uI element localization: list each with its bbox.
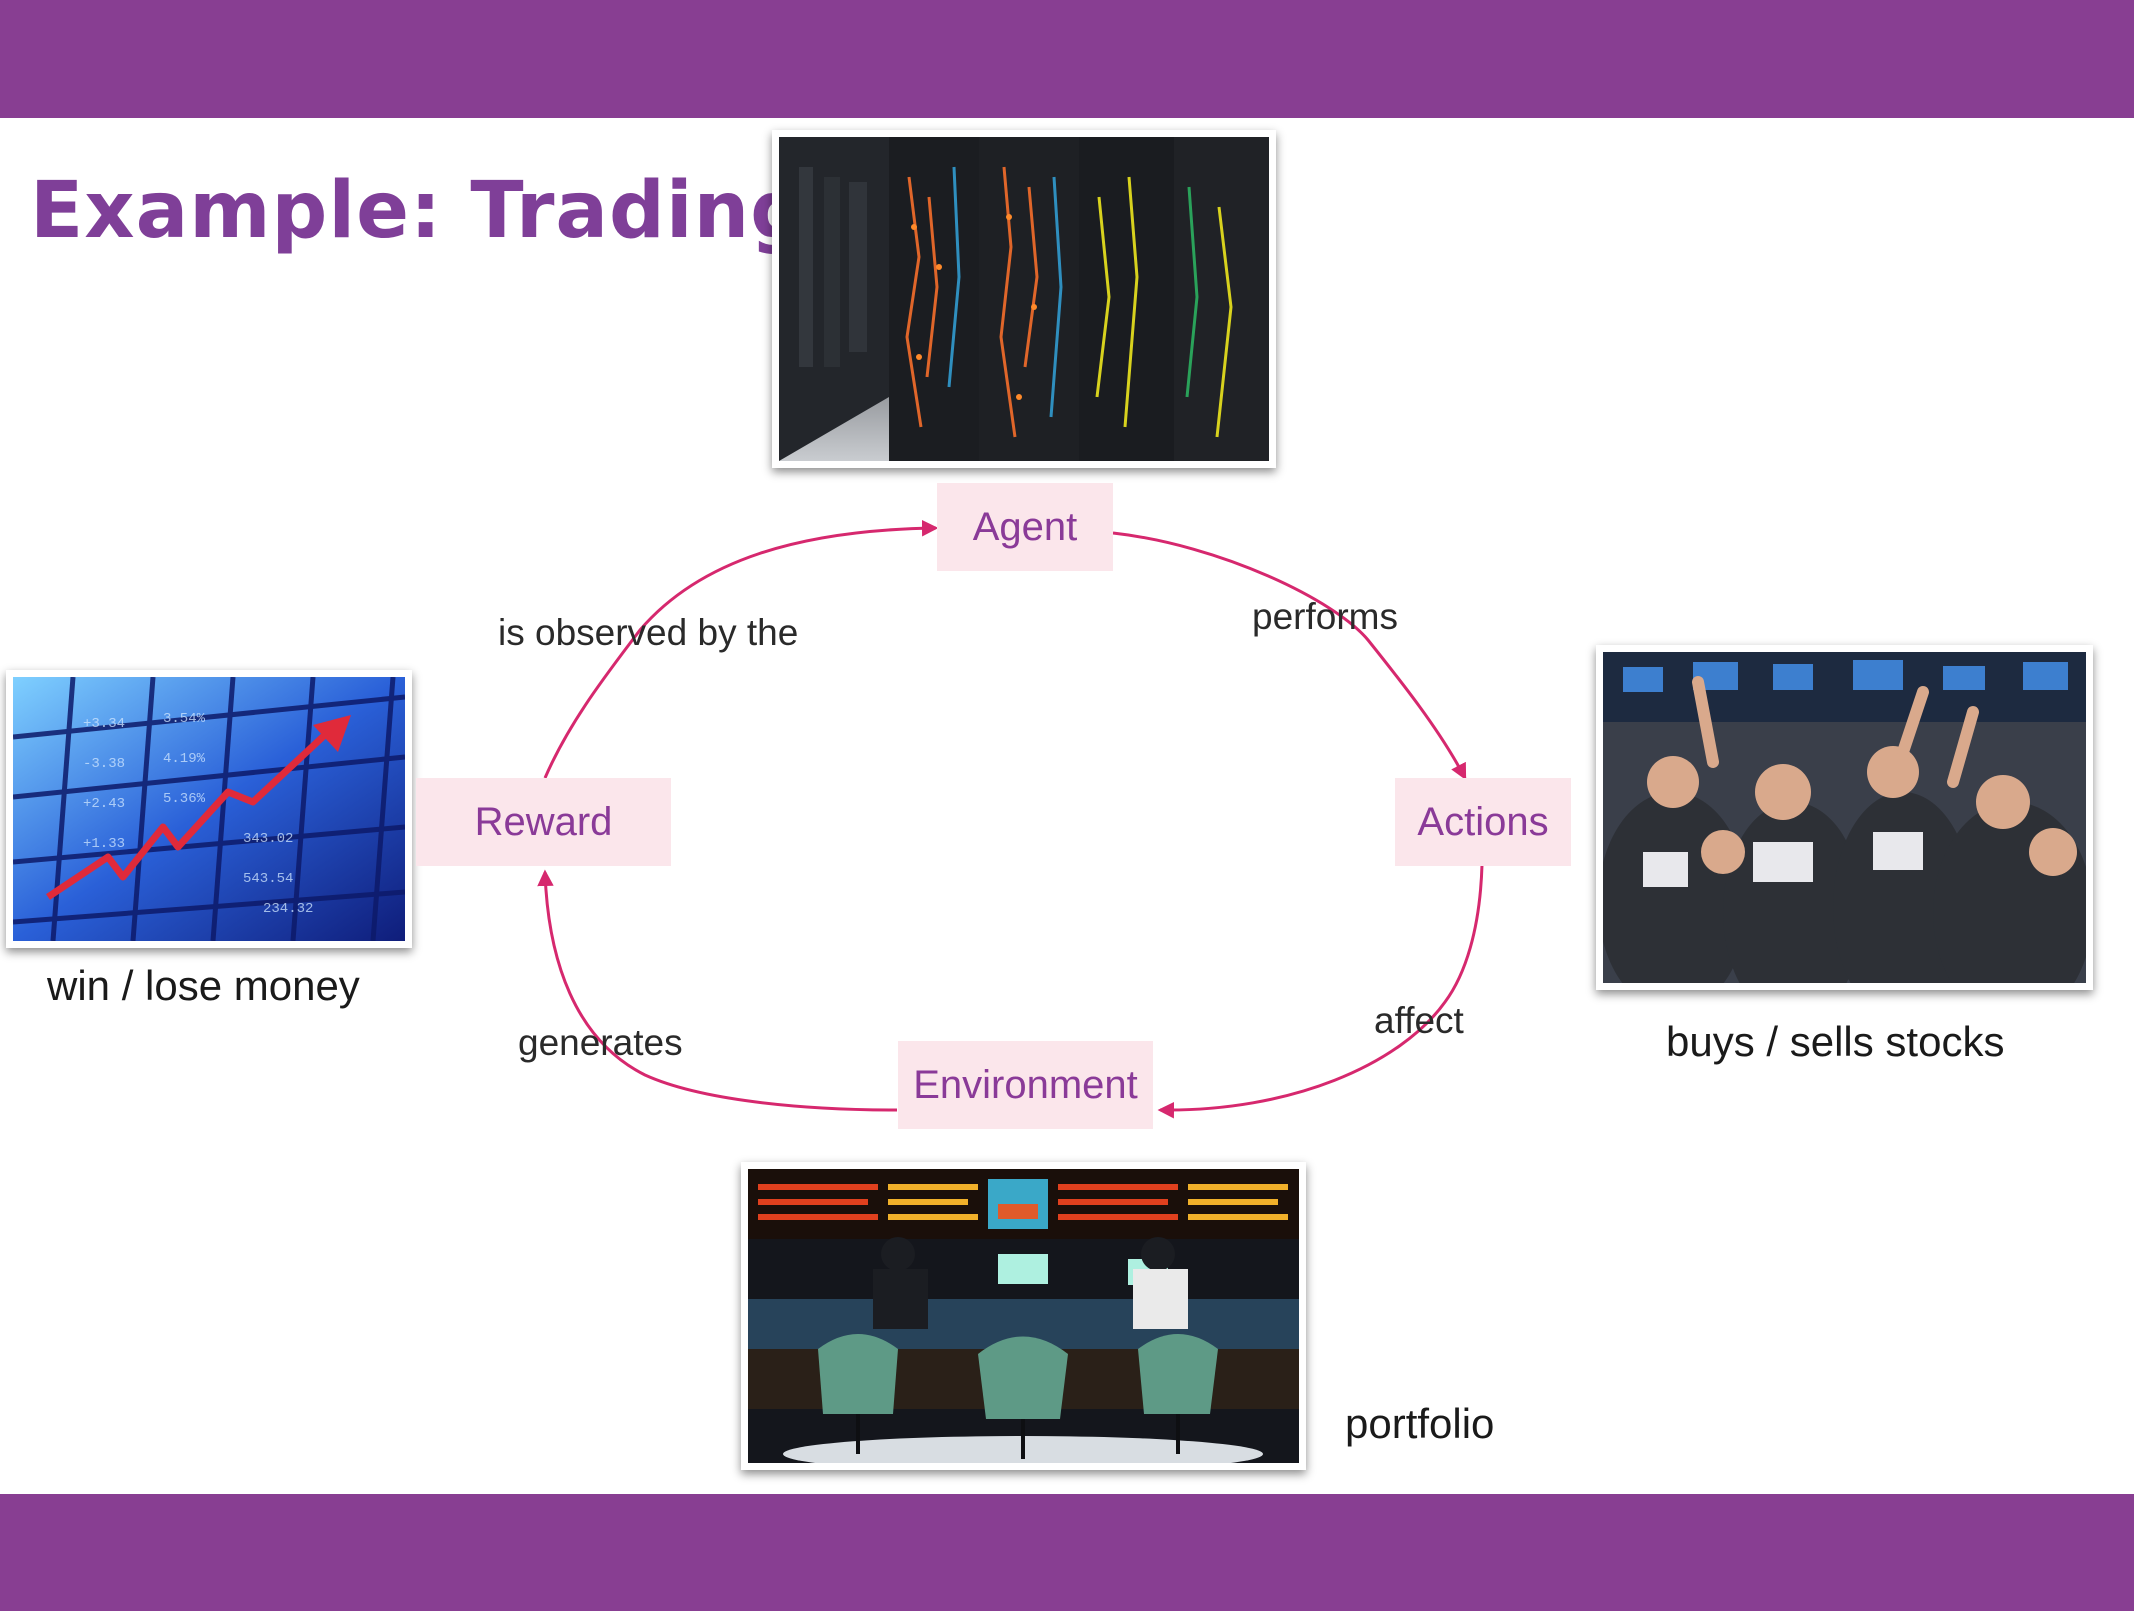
- arrow-agent-to-actions: [1112, 531, 1467, 781]
- stock-exchange-photo: [741, 1162, 1306, 1470]
- environment-caption: portfolio: [1345, 1400, 1495, 1447]
- reward-caption: win / lose money: [47, 962, 360, 1009]
- svg-text:543.54: 543.54: [243, 871, 293, 887]
- svg-text:343.02: 343.02: [243, 831, 293, 847]
- svg-text:3.54%: 3.54%: [163, 711, 206, 727]
- generates-label: generates: [518, 1022, 683, 1063]
- trading-floor-photo: [1596, 645, 2093, 990]
- slide-title: Example: Trading: [30, 166, 807, 256]
- environment-node: Environment: [898, 1041, 1153, 1129]
- performs-label: performs: [1252, 596, 1398, 637]
- svg-text:4.19%: 4.19%: [163, 751, 206, 767]
- svg-text:5.36%: 5.36%: [163, 791, 206, 807]
- actions-node: Actions: [1395, 778, 1571, 866]
- observed-by-label: is observed by the: [498, 612, 799, 653]
- arrow-reward-to-agent: [543, 519, 939, 779]
- actions-caption: buys / sells stocks: [1666, 1018, 2005, 1065]
- server-racks-photo: [772, 130, 1276, 468]
- arrow-environment-to-reward: [537, 869, 898, 1112]
- top-band: [0, 0, 2134, 118]
- svg-text:+3.34: +3.34: [83, 716, 125, 732]
- svg-text:+2.43: +2.43: [83, 796, 125, 812]
- arrow-actions-to-environment: [1157, 864, 1484, 1119]
- affect-label: affect: [1374, 1000, 1464, 1041]
- svg-text:234.32: 234.32: [263, 901, 313, 917]
- rising-stock-chart-photo: +3.34 3.54% -3.38 4.19% +2.43 5.36% +1.33 34…: [6, 670, 412, 948]
- svg-text:-3.38: -3.38: [83, 756, 125, 772]
- svg-text:+1.33: +1.33: [83, 836, 125, 852]
- bottom-band: [0, 1494, 2134, 1611]
- reward-node: Reward: [416, 778, 671, 866]
- agent-node: Agent: [937, 483, 1113, 571]
